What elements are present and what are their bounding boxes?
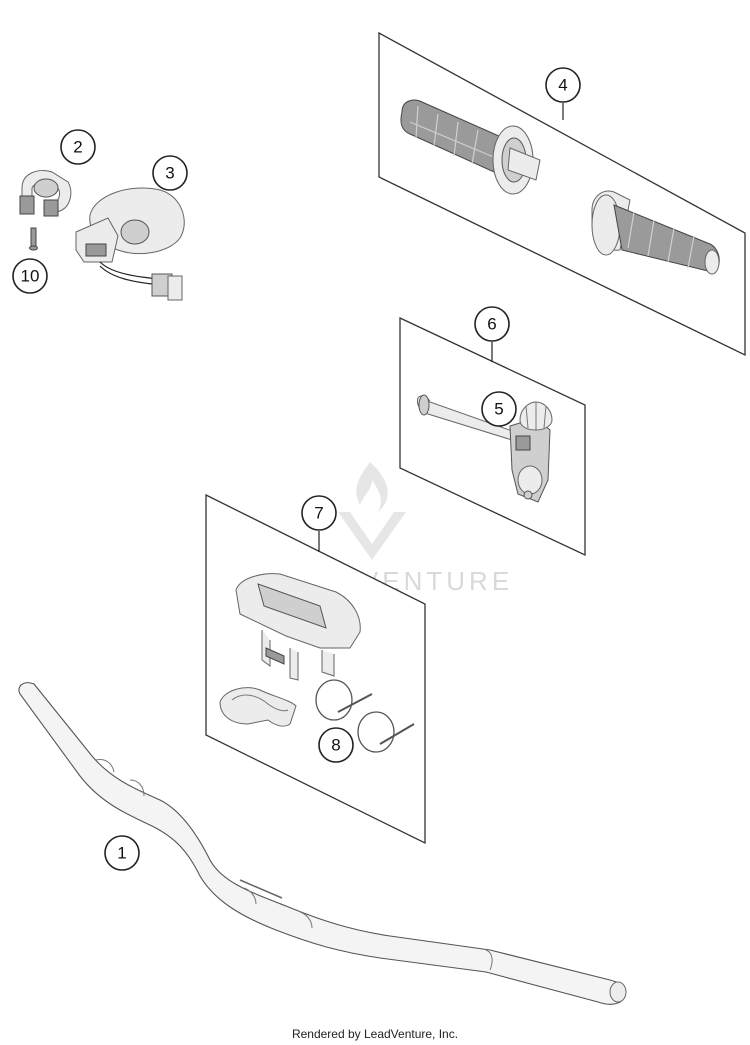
part-lever-assembly — [417, 394, 551, 503]
callout-8: 8 — [318, 727, 354, 763]
callout-5: 5 — [481, 391, 517, 427]
part-handlebar — [18, 682, 627, 1005]
part-cap — [519, 401, 553, 431]
panel-handlebar-pad — [205, 493, 426, 845]
svg-text:1: 1 — [117, 844, 126, 863]
callout-1: 1 — [104, 835, 140, 871]
callout-7: 7 — [301, 495, 337, 531]
grip-right — [591, 190, 720, 275]
callout-2: 2 — [60, 129, 96, 165]
part-pad-cover — [235, 573, 361, 681]
callout-10: 10 — [12, 258, 48, 294]
svg-text:8: 8 — [331, 736, 340, 755]
svg-text:10: 10 — [21, 267, 40, 286]
svg-text:3: 3 — [165, 164, 174, 183]
part-grips — [400, 99, 720, 275]
svg-text:2: 2 — [73, 138, 82, 157]
part-clamp — [19, 170, 72, 217]
watermark-v-mark-icon — [338, 512, 406, 560]
callout-4: 4 — [545, 67, 581, 103]
svg-text:4: 4 — [558, 76, 567, 95]
callout-3: 3 — [152, 155, 188, 191]
part-screw — [29, 227, 38, 251]
svg-text:6: 6 — [487, 315, 496, 334]
svg-text:5: 5 — [494, 400, 503, 419]
part-switch-unit — [75, 187, 185, 301]
watermark-flame-icon — [356, 462, 388, 512]
callout-6: 6 — [474, 306, 510, 342]
panel-grips — [378, 31, 746, 357]
footer-credit: Rendered by LeadVenture, Inc. — [291, 1027, 459, 1041]
svg-text:7: 7 — [314, 504, 323, 523]
part-straps — [219, 679, 415, 753]
grip-left — [400, 99, 541, 195]
